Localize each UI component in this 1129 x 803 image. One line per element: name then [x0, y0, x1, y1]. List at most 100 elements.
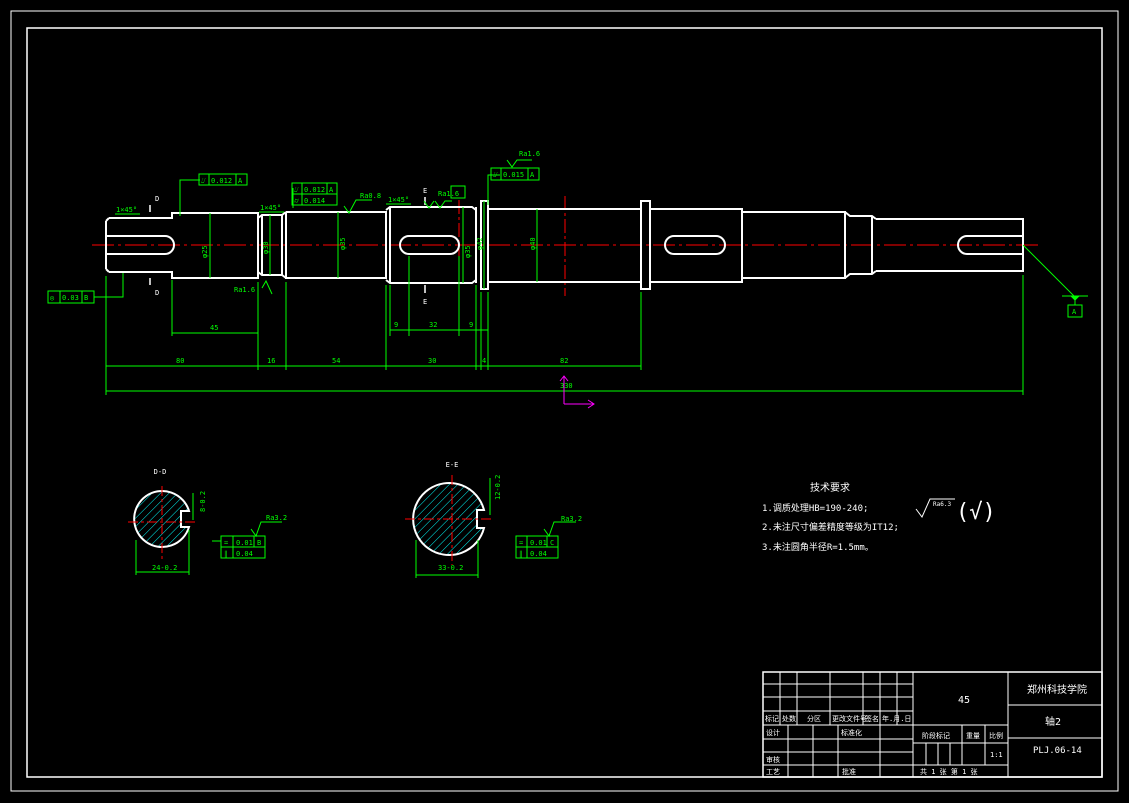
tb-h-scale: 比例	[989, 731, 1003, 740]
section-d-label-bottom: D	[155, 289, 159, 297]
notes-title: 技术要求	[810, 481, 850, 494]
gtol-4-sym: ⌰	[493, 171, 498, 179]
gtol-1-ref: A	[238, 177, 243, 185]
tb-scale: 1:1	[990, 751, 1003, 759]
section-e-view: E-E 33-0.2 12-0.2 Ra3.2 = 0.01 C ∥ 0.04	[405, 461, 582, 578]
section-e-depth: 12-0.2	[494, 475, 502, 500]
gtol-2-val: 0.012	[304, 186, 325, 194]
diam-1: φ25	[201, 245, 209, 258]
section-e-label-bottom: E	[423, 298, 427, 306]
gtol-left-val: 0.03	[62, 294, 79, 302]
rough-paren: (√)	[956, 500, 996, 525]
gtol-2-ref: A	[329, 186, 334, 194]
rough-08: Ra0.8	[360, 192, 381, 200]
chamfer-left: 1×45°	[116, 206, 137, 214]
section-d-width: 24-0.2	[152, 564, 177, 572]
keyways	[106, 235, 1023, 255]
tb-h-weight: 重量	[966, 732, 980, 740]
datum-a-box	[1067, 304, 1083, 318]
dim-32: 32	[429, 321, 437, 329]
gtol-4-ref: A	[530, 171, 535, 179]
gtol-4-val: 0.015	[503, 171, 524, 179]
tb-h-standard: 标准化	[841, 728, 862, 737]
tb-part-name: 轴2	[1045, 715, 1061, 728]
dim-9b: 9	[469, 321, 473, 329]
section-markers	[149, 197, 426, 293]
gtol-left-sym: ◎	[50, 294, 55, 302]
section-d-depth: 8-0.2	[199, 491, 207, 512]
tb-h-change: 更改文件号	[832, 714, 867, 723]
section-d-view: D-D 24-0.2 8-0.2 Ra3.2 = 0.01 B ∥ 0.04	[128, 468, 287, 575]
section-e-tol1-sym: =	[519, 539, 523, 547]
rough-16b: Ra1.6	[438, 190, 459, 198]
section-e-width: 33-0.2	[438, 564, 463, 572]
gtol-3-val: 0.014	[304, 197, 325, 205]
tb-h-count: 处数	[782, 714, 796, 723]
rough-16a: Ra1.6	[234, 286, 255, 294]
tb-drawing-no: PLJ.06-14	[1033, 746, 1082, 756]
inner-frame	[26, 27, 1103, 778]
tb-h-review: 审核	[766, 755, 780, 764]
dim-82: 82	[560, 357, 568, 365]
section-d-tol1-val: 0.01	[236, 539, 253, 547]
section-e-tol1-val: 0.01	[530, 539, 547, 547]
section-d-label-top: D	[155, 195, 159, 203]
tb-h-sign: 签名	[865, 714, 879, 723]
tb-school: 郑州科技学院	[1027, 683, 1087, 696]
rough-general-symbol	[915, 498, 955, 518]
dim-4: 4	[482, 357, 486, 365]
shaft-main-view: D D E E	[47, 150, 1088, 409]
gtol-2-sym: ⌰	[294, 186, 299, 194]
tb-h-process: 工艺	[766, 768, 780, 776]
dim-54: 54	[332, 357, 340, 365]
section-d-tol2-sym: ∥	[224, 550, 228, 558]
diam-4: φ35	[464, 245, 472, 258]
dim-total: 330	[560, 382, 573, 390]
notes-line3: 3.未注圆角半径R=1.5mm。	[762, 541, 874, 553]
chamfer-mid1: 1×45°	[260, 204, 281, 212]
tb-h-date: 年.月.日	[882, 714, 911, 723]
dim-30: 30	[428, 357, 436, 365]
section-e-title: E-E	[446, 461, 459, 469]
section-d-tol1-ref: B	[257, 539, 261, 547]
tb-sheets: 共 1 张 第 1 张	[920, 767, 978, 776]
outer-frame	[10, 10, 1119, 792]
ucs-icon	[559, 375, 595, 409]
gtol-left-ref: B	[84, 294, 88, 302]
notes-line1: 1.调质处理HB=190-240;	[762, 502, 868, 514]
dim-16: 16	[267, 357, 275, 365]
section-e-tol2-val: 0.04	[530, 550, 547, 558]
section-e-tol2-sym: ∥	[519, 550, 523, 558]
diam-5: φ42	[476, 237, 484, 250]
gtol-1-sym: ⌰	[201, 177, 206, 185]
annotation-lines	[47, 159, 1088, 395]
section-e-label-top: E	[423, 187, 427, 195]
tb-h-stage: 阶段标记	[922, 731, 950, 740]
section-d-tol2-val: 0.04	[236, 550, 253, 558]
rough-16c: Ra1.6	[519, 150, 540, 158]
dim-80: 80	[176, 357, 184, 365]
notes-line2: 2.未注尺寸偏差精度等级为IT12;	[762, 521, 899, 533]
dim-9a: 9	[394, 321, 398, 329]
title-block	[762, 671, 1103, 778]
chamfer-mid2: 1×45°	[388, 196, 409, 204]
gtol-1-val: 0.012	[211, 177, 232, 185]
technical-notes: 技术要求 1.调质处理HB=190-240; 2.未注尺寸偏差精度等级为IT12…	[762, 481, 996, 553]
section-d-tol1-sym: =	[224, 539, 228, 547]
rough-general-text: Ra6.3	[933, 501, 951, 508]
tb-h-mark: 标记	[765, 714, 779, 723]
datum-a-text: A	[1072, 308, 1077, 316]
tb-material: 45	[958, 695, 970, 706]
tb-h-approve: 批准	[842, 767, 856, 776]
dim-45: 45	[210, 324, 218, 332]
diam-6: φ40	[529, 237, 537, 250]
tb-h-zone: 分区	[807, 714, 821, 723]
tb-h-design: 设计	[766, 728, 780, 737]
section-e-rough: Ra3.2	[561, 515, 582, 523]
gtol-3-sym: ⌭	[294, 197, 299, 205]
diam-3: φ35	[339, 237, 347, 250]
section-d-title: D-D	[154, 468, 167, 476]
section-e-tol1-ref: C	[550, 539, 554, 547]
diam-2: φ30	[262, 241, 270, 254]
